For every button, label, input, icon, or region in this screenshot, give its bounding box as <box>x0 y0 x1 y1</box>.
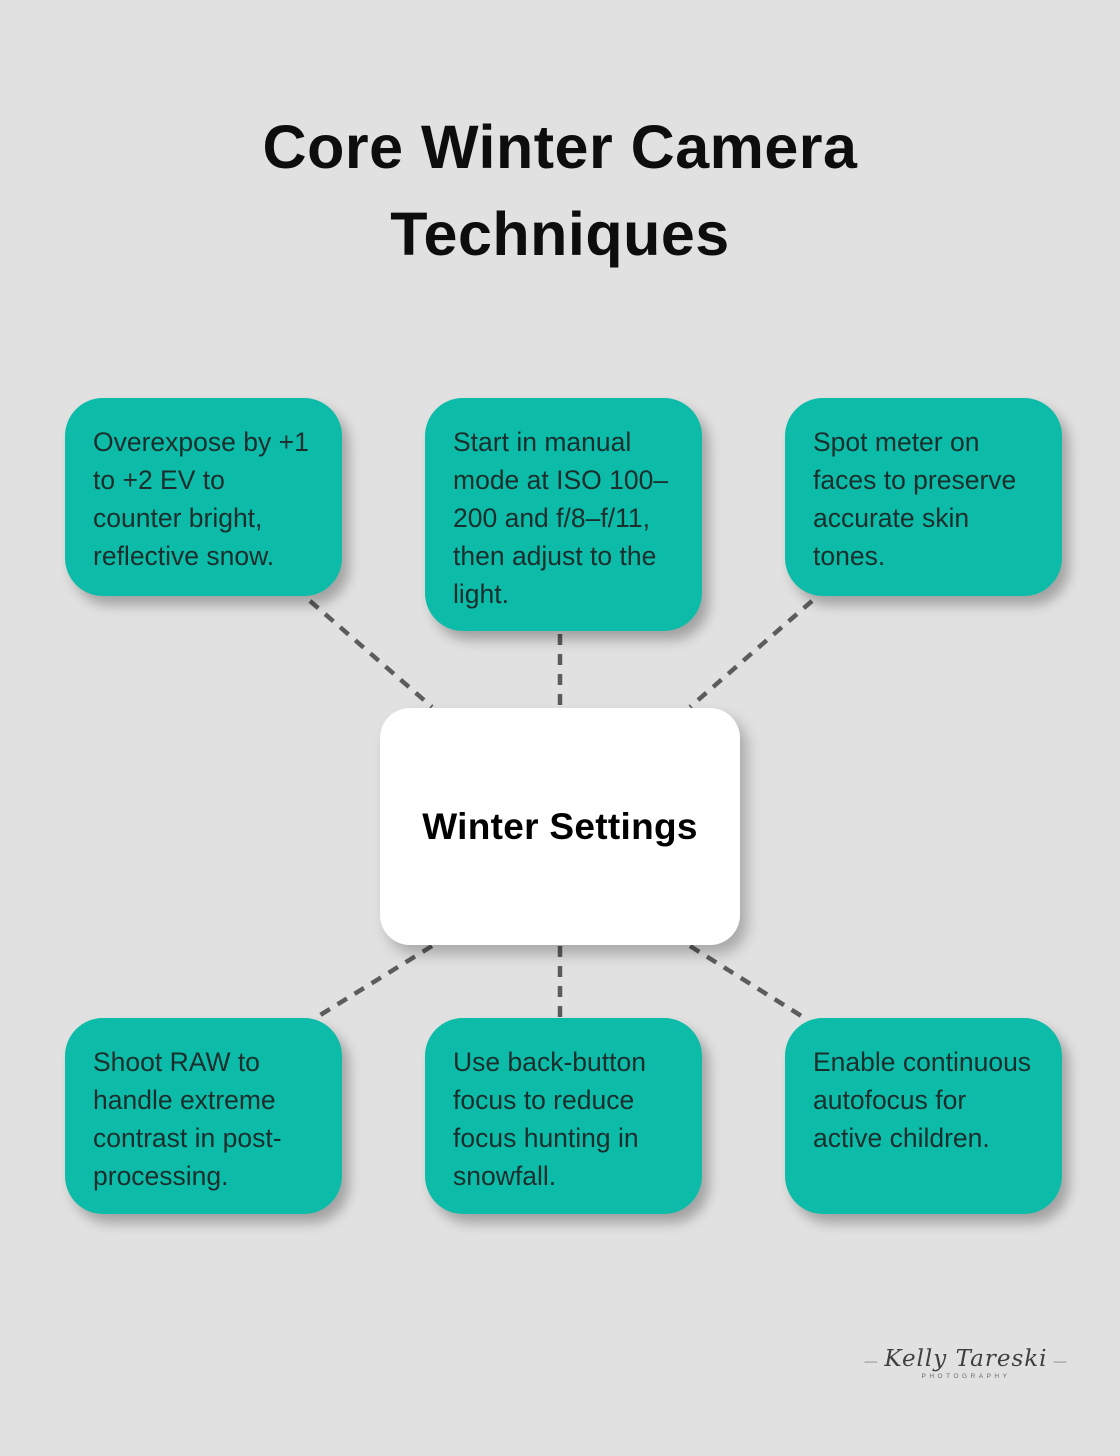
connector-top-left <box>308 599 434 709</box>
signature: Kelly Tareski PHOTOGRAPHY <box>864 1346 1068 1380</box>
technique-node-back-button-focus: Use back-button focus to reduce focus hu… <box>425 1018 702 1214</box>
central-node-winter-settings: Winter Settings <box>380 708 740 945</box>
technique-node-text: Spot meter on faces to preserve accurate… <box>813 427 1017 571</box>
connector-bottom-left <box>315 944 434 1019</box>
signature-subtitle: PHOTOGRAPHY <box>921 1373 1011 1380</box>
signature-name: Kelly Tareski <box>864 1346 1068 1372</box>
page-title: Core Winter Camera Techniques <box>262 113 858 268</box>
technique-node-continuous-autofocus: Enable continuous autofocus for active c… <box>785 1018 1062 1214</box>
technique-node-spot-meter: Spot meter on faces to preserve accurate… <box>785 398 1062 596</box>
technique-node-overexpose: Overexpose by +1 to +2 EV to counter bri… <box>65 398 342 596</box>
central-node-label: Winter Settings <box>422 805 698 847</box>
technique-node-manual-mode: Start in manual mode at ISO 100–200 and … <box>425 398 702 631</box>
connector-bottom-right <box>688 944 805 1019</box>
technique-node-text: Shoot RAW to handle extreme contrast in … <box>93 1047 282 1191</box>
technique-node-shoot-raw: Shoot RAW to handle extreme contrast in … <box>65 1018 342 1214</box>
technique-node-text: Use back-button focus to reduce focus hu… <box>453 1047 646 1191</box>
technique-node-text: Overexpose by +1 to +2 EV to counter bri… <box>93 427 309 571</box>
connector-top-right <box>688 599 814 709</box>
technique-node-text: Start in manual mode at ISO 100–200 and … <box>453 427 669 609</box>
technique-node-text: Enable continuous autofocus for active c… <box>813 1047 1032 1153</box>
